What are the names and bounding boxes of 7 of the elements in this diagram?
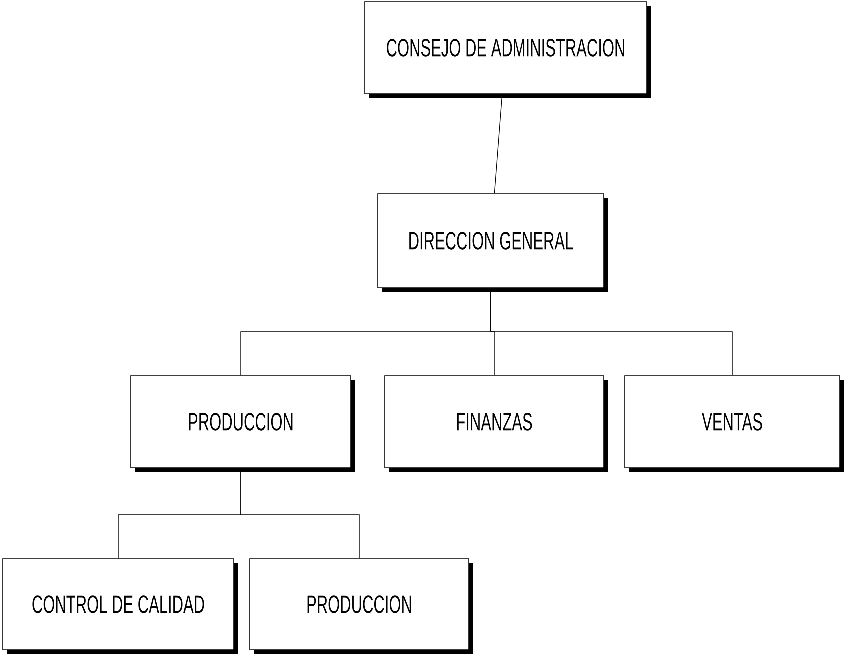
org-box: CONSEJO DE ADMINISTRACION [364,2,651,98]
org-box: VENTAS [624,376,844,472]
org-box: DIRECCION GENERAL [378,194,608,292]
org-box: FINANZAS [384,376,608,472]
org-box: PRODUCCION [130,376,355,472]
org-box: PRODUCCION [250,558,473,654]
org-box: CONTROL DE CALIDAD [2,558,238,654]
